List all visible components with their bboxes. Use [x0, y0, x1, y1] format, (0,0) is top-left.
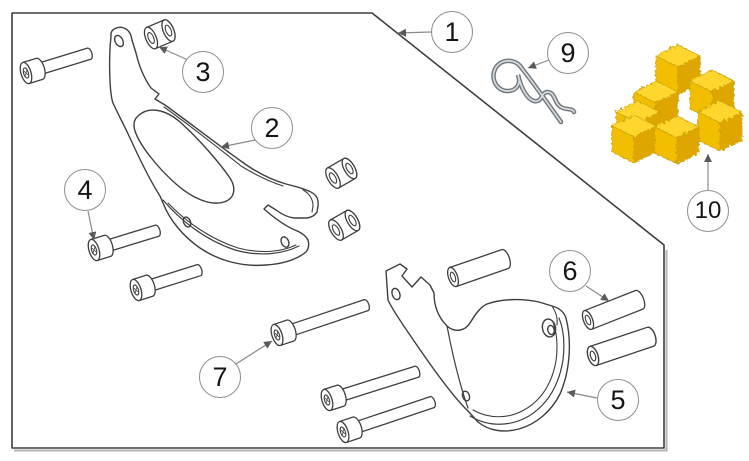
leader-9 [527, 59, 550, 69]
leader-7 [235, 340, 273, 365]
cover-bracket [385, 263, 571, 432]
callout-6[interactable]: 6 [549, 250, 591, 292]
leader-1 [397, 28, 432, 37]
leader-5 [566, 389, 598, 399]
r-clip [491, 58, 577, 125]
leader-4 [87, 210, 97, 241]
callout-5[interactable]: 5 [597, 379, 639, 421]
callout-4[interactable]: 4 [64, 169, 106, 211]
callout-3[interactable]: 3 [182, 51, 224, 93]
leader-lines [87, 28, 712, 399]
callout-9[interactable]: 9 [547, 32, 589, 74]
callout-2[interactable]: 2 [251, 107, 293, 149]
left-guard-bracket [108, 26, 319, 267]
leader-3 [158, 46, 189, 61]
leader-6 [585, 285, 610, 302]
callout-1[interactable]: 1 [431, 11, 473, 53]
leader-2 [220, 139, 256, 150]
callout-7[interactable]: 7 [199, 356, 241, 398]
foam-block [611, 44, 743, 165]
callout-10[interactable]: 10 [687, 190, 729, 232]
